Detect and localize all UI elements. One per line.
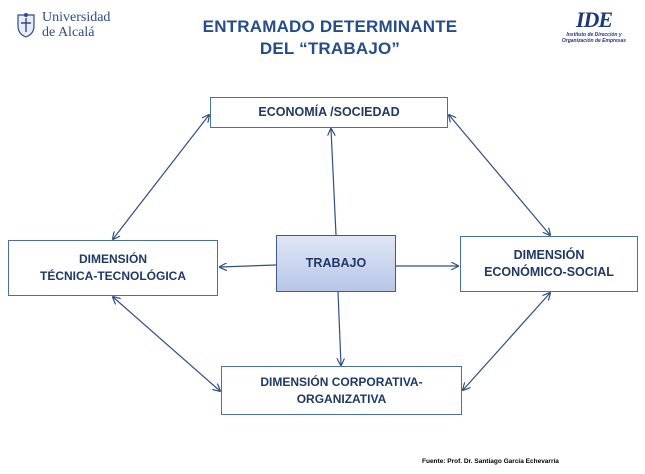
arrow-tecnica-corporativa [113,297,220,391]
node-economico-line2: ECONÓMICO-SOCIAL [484,265,614,279]
node-economia-sociedad: ECONOMÍA /SOCIEDAD [210,97,448,128]
university-crest-icon [17,13,35,38]
arrow-trabajo-to-corporativa [338,291,341,365]
node-economia-label: ECONOMÍA /SOCIEDAD [258,105,400,119]
institute-logo-mark: IDE [575,7,613,32]
node-trabajo-label: TRABAJO [305,256,367,270]
university-name-line2: de Alcalá [42,25,95,40]
arrow-trabajo-to-tecnica [220,265,277,267]
institute-logo: IDE Instituto de Dirección y Organizació… [554,7,634,45]
node-trabajo: TRABAJO [276,235,396,292]
node-corporativa-line2: ORGANIZATIVA [296,391,387,406]
institute-name-line1: Instituto de Dirección y [566,32,622,38]
page-title: ENTRAMADO DETERMINANTE DEL “TRABAJO” [180,16,480,60]
node-dimension-corporativa: DIMENSIÓN CORPORATIVA- ORGANIZATIVA [221,366,462,415]
university-logo: Universidad de Alcalá [14,10,110,40]
node-dimension-tecnica: DIMENSIÓN TÉCNICA-TECNOLÓGICA [8,240,218,296]
node-tecnica-line2: TÉCNICA-TECNOLÓGICA [40,269,186,283]
title-line1: ENTRAMADO DETERMINANTE [202,17,458,36]
title-line2: DEL “TRABAJO” [259,39,401,58]
arrow-economia-economico [449,115,550,235]
node-tecnica-line1: DIMENSIÓN [78,252,147,266]
arrow-trabajo-to-economia [331,129,337,236]
institute-name-line2: Organización de Empresas [561,38,627,44]
arrow-economia-tecnica [113,115,209,239]
node-economico-line1: DIMENSIÓN [513,248,585,262]
university-name-line1: Universidad [42,10,111,25]
source-credit: Fuente: Prof. Dr. Santiago García Echeva… [422,458,559,465]
node-corporativa-line1: DIMENSIÓN CORPORATIVA- [260,374,423,389]
arrow-economico-corporativa [463,293,550,390]
node-dimension-economico-social: DIMENSIÓN ECONÓMICO-SOCIAL [460,236,638,292]
